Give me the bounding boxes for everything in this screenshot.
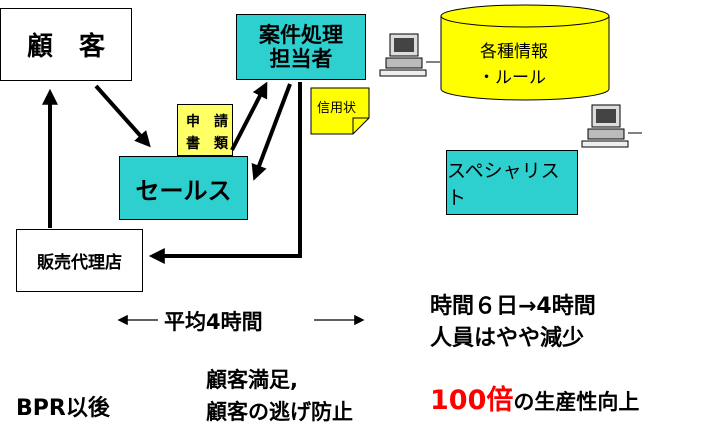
sales-label: セールス <box>135 176 232 205</box>
productivity-number: 100倍 <box>430 385 514 416</box>
case-handler-label-line1: 案件処理 <box>259 23 343 47</box>
staff-change-label: 人員はやや減少 <box>430 326 585 351</box>
database-label-line2: ・ルール <box>478 68 546 88</box>
satisfaction-label-line2: 顧客の逃げ防止 <box>206 400 353 424</box>
productivity-rest: の生産性向上 <box>513 390 640 414</box>
computer-icon <box>379 33 440 77</box>
customer-node: 顧 客 <box>0 8 132 81</box>
productivity-label: 100倍の生産性向上 <box>430 378 639 417</box>
average-time-label: 平均4時間 <box>164 310 263 334</box>
specialist-label: スペシャリスト <box>447 159 560 209</box>
satisfaction-label-line1: 顧客満足, <box>206 368 298 392</box>
application-document-line2: 書 類 <box>186 136 228 152</box>
arrow-handler-to-sales <box>251 83 292 181</box>
time-change-label: 時間６日→4時間 <box>430 294 596 319</box>
arrow-customer-to-sales <box>94 84 151 148</box>
after-bpr-label: BPR以後 <box>16 396 110 421</box>
credit-document-label: 信用状 <box>317 101 357 116</box>
agency-node: 販売代理店 <box>16 229 143 292</box>
case-handler-node: 案件処理 担当者 <box>236 14 366 80</box>
customer-label: 顧 客 <box>26 32 105 62</box>
specialist-node: スペシャリスト <box>446 150 578 215</box>
computer-icon <box>581 104 642 148</box>
database-label-line1: 各種情報 <box>480 42 548 62</box>
sales-node: セールス <box>119 156 248 220</box>
case-handler-label-line2: 担当者 <box>269 47 333 71</box>
arrow-sales-to-handler <box>230 81 268 151</box>
application-document-line1: 申 請 <box>186 114 228 130</box>
agency-label: 販売代理店 <box>37 253 122 273</box>
application-document: 申 請 書 類 <box>177 104 233 156</box>
